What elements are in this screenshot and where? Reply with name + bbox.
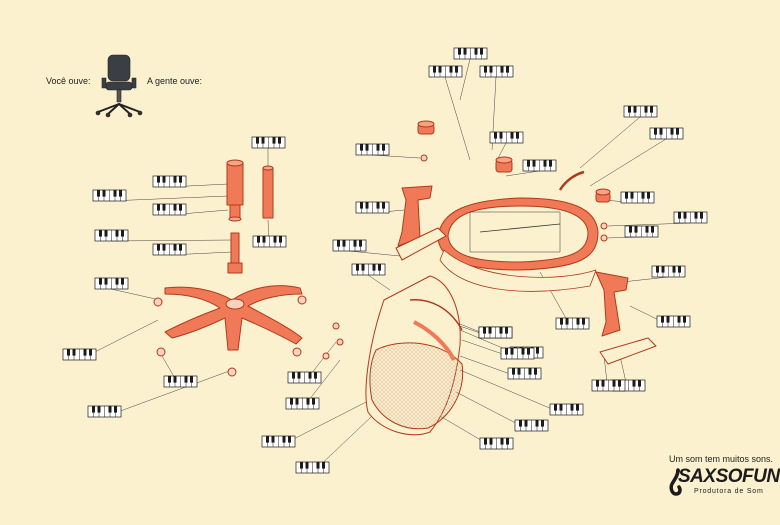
right-armrest: [595, 271, 657, 365]
piano-keyboard-icon: [355, 143, 390, 156]
piano-keyboard-icon: [555, 317, 590, 330]
brand-name: SAXSOFUNNY: [678, 466, 780, 487]
piano-keyboard-icon: [673, 211, 708, 224]
backrest: [365, 275, 464, 436]
piano-keyboard-icon: [624, 225, 659, 238]
piano-keyboard-icon: [489, 131, 524, 144]
piano-keyboard-icon: [514, 419, 549, 432]
piano-keyboard-icon: [479, 65, 514, 78]
piano-keyboard-icon: [94, 277, 129, 290]
piano-keyboard-icon: [163, 375, 198, 388]
leader-line: [589, 138, 667, 187]
tagline: Um som tem muitos sons.: [669, 454, 774, 464]
piano-keyboard-icon: [152, 175, 187, 188]
piano-keyboard-icon: [507, 367, 542, 380]
piano-labels: [62, 47, 708, 474]
piano-keyboard-icon: [355, 201, 390, 214]
leader-line: [579, 116, 641, 169]
leader-line: [110, 288, 161, 301]
five-star-base: [153, 285, 307, 377]
piano-keyboard-icon: [649, 127, 684, 140]
leader-line: [103, 369, 233, 418]
leader-line: [348, 250, 401, 257]
piano-keyboard-icon: [522, 159, 557, 172]
piano-keyboard-icon: [94, 229, 129, 242]
piano-keyboard-icon: [152, 243, 187, 256]
piano-keyboard-icon: [285, 397, 320, 410]
gas-cylinder-parts: [226, 159, 274, 274]
piano-keyboard-icon: [479, 437, 514, 450]
piano-keyboard-icon: [87, 405, 122, 418]
piano-keyboard-icon: [287, 371, 322, 384]
leader-line: [110, 239, 233, 242]
office-chair-icon: [95, 54, 143, 118]
you-hear-caption: Você ouve:: [46, 76, 91, 86]
leader-line: [621, 276, 669, 283]
leader-line: [108, 195, 229, 202]
piano-keyboard-icon: [261, 435, 296, 448]
piano-keyboard-icon: [620, 191, 655, 204]
leader-line: [459, 58, 471, 101]
piano-keyboard-icon: [428, 65, 463, 78]
piano-keyboard-icon: [453, 47, 488, 60]
leader-line: [444, 76, 471, 161]
piano-keyboard-icon: [500, 347, 535, 360]
piano-keyboard-icon: [591, 379, 626, 392]
leader-line: [371, 154, 421, 159]
piano-keyboard-icon: [478, 326, 513, 339]
piano-keyboard-icon: [651, 265, 686, 278]
brand-logo: SAXSOFUNNY Produtora de Som: [664, 466, 780, 500]
piano-keyboard-icon: [623, 105, 658, 118]
piano-keyboard-icon: [351, 263, 386, 276]
piano-keyboard-icon: [252, 235, 287, 248]
leader-line: [505, 170, 540, 177]
small-parts: [322, 120, 611, 360]
we-hear-caption: A gente ouve:: [147, 76, 203, 86]
leader-line: [607, 222, 691, 227]
left-armrest: [395, 185, 447, 261]
piano-keyboard-icon: [62, 348, 97, 361]
piano-keyboard-icon: [332, 239, 367, 252]
piano-keyboard-icon: [92, 189, 127, 202]
saxophone-icon: [669, 468, 682, 496]
leader-line: [459, 369, 567, 416]
brand-subtitle: Produtora de Som: [694, 488, 764, 495]
leader-line: [367, 274, 391, 291]
piano-keyboard-icon: [152, 203, 187, 216]
piano-keyboard-icon: [656, 315, 691, 328]
piano-keyboard-icon: [251, 136, 286, 149]
piano-keyboard-icon: [295, 461, 330, 474]
seat-mechanism: [437, 197, 599, 292]
chair-parts: [95, 54, 657, 436]
piano-keyboard-icon: [549, 403, 584, 416]
